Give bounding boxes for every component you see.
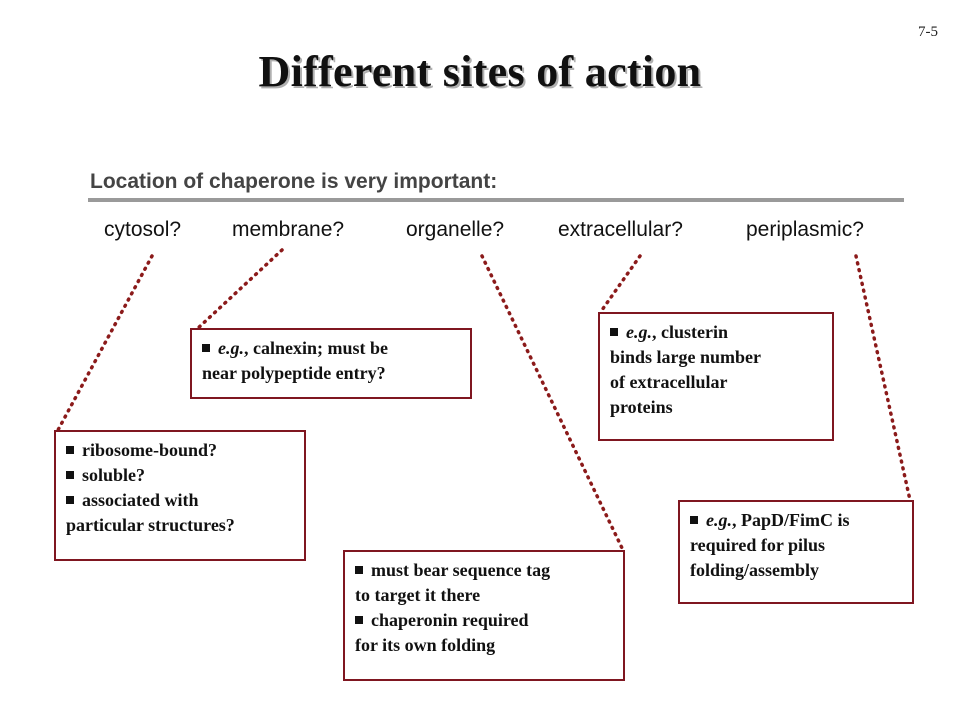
note-line: binds large number bbox=[610, 347, 762, 367]
location-membrane: membrane? bbox=[232, 218, 345, 241]
location-organelle: organelle? bbox=[406, 218, 505, 241]
list-item: ribosome-bound? bbox=[66, 438, 296, 463]
eg-label: e.g. bbox=[626, 322, 652, 342]
location-cytosol: cytosol? bbox=[104, 218, 182, 241]
list-item: e.g., clusterin bbox=[610, 320, 824, 345]
bullet-icon bbox=[610, 328, 618, 336]
subtitle: Location of chaperone is very important: bbox=[90, 170, 498, 193]
location-periplasmic: periplasmic? bbox=[746, 218, 864, 241]
note-text: , clusterin bbox=[652, 322, 728, 342]
note-text: must bear sequence tag bbox=[371, 560, 551, 580]
bullet-icon bbox=[355, 566, 363, 574]
list-item: e.g., calnexin; must be bbox=[202, 336, 462, 361]
cytosol-note-box: ribosome-bound? soluble? associated with… bbox=[54, 430, 306, 561]
list-item: must bear sequence tag bbox=[355, 558, 615, 583]
bullet-icon bbox=[66, 446, 74, 454]
connector-organelle bbox=[480, 254, 624, 550]
note-text: , PapD/FimC is bbox=[732, 510, 850, 530]
periplasmic-note-box: e.g., PapD/FimC is required for pilus fo… bbox=[678, 500, 914, 604]
note-text: associated with bbox=[82, 490, 199, 510]
note-line: folding/assembly bbox=[690, 560, 820, 580]
note-line: of extracellular bbox=[610, 372, 728, 392]
note-text: soluble? bbox=[82, 465, 146, 485]
eg-label: e.g. bbox=[706, 510, 732, 530]
bullet-icon bbox=[202, 344, 210, 352]
bullet-icon bbox=[690, 516, 698, 524]
subtitle-underline bbox=[88, 198, 904, 202]
bullet-icon bbox=[66, 471, 74, 479]
slide-number: 7-5 bbox=[918, 24, 938, 40]
extracellular-note-box: e.g., clusterin binds large number of ex… bbox=[598, 312, 834, 441]
note-line: required for pilus bbox=[690, 535, 826, 555]
list-item: e.g., PapD/FimC is bbox=[690, 508, 904, 533]
note-line: particular structures? bbox=[66, 515, 235, 535]
membrane-note-box: e.g., calnexin; must be near polypeptide… bbox=[190, 328, 472, 399]
organelle-note-box: must bear sequence tag to target it ther… bbox=[343, 550, 625, 681]
note-text: chaperonin required bbox=[371, 610, 529, 630]
page-title: Different sites of action bbox=[258, 47, 702, 96]
note-line: proteins bbox=[610, 397, 673, 417]
location-extracellular: extracellular? bbox=[558, 218, 683, 241]
note-line: to target it there bbox=[355, 585, 481, 605]
list-item: associated with bbox=[66, 488, 296, 513]
list-item: soluble? bbox=[66, 463, 296, 488]
connector-extracellular bbox=[600, 254, 642, 312]
note-line: near polypeptide entry? bbox=[202, 363, 386, 383]
note-line: for its own folding bbox=[355, 635, 496, 655]
bullet-icon bbox=[355, 616, 363, 624]
connector-membrane bbox=[194, 248, 284, 332]
list-item: chaperonin required bbox=[355, 608, 615, 633]
note-text: ribosome-bound? bbox=[82, 440, 218, 460]
connector-periplasmic bbox=[854, 254, 912, 502]
note-text: , calnexin; must be bbox=[244, 338, 388, 358]
bullet-icon bbox=[66, 496, 74, 504]
eg-label: e.g. bbox=[218, 338, 244, 358]
connector-cytosol bbox=[56, 254, 154, 432]
